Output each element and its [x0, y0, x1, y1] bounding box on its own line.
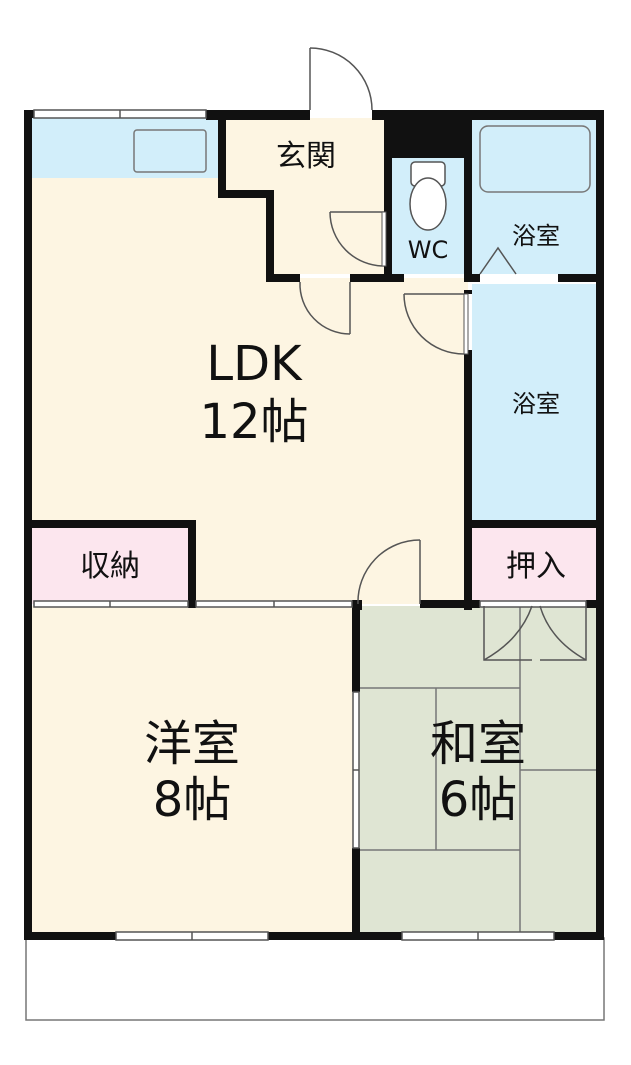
closet-floor — [472, 528, 598, 604]
bath-lower-floor — [472, 284, 598, 520]
bath-upper-label: 浴室 — [512, 222, 560, 250]
kitchen-counter — [30, 118, 220, 178]
bath-lower-label: 浴室 — [512, 390, 560, 418]
storage-label: 収納 — [80, 549, 140, 584]
closet-label: 押入 — [506, 549, 566, 584]
bath-upper-floor — [472, 118, 598, 274]
balcony — [25, 937, 605, 1021]
storage-floor — [30, 528, 188, 604]
ldk-name-label: LDK — [206, 336, 303, 392]
ldk-floor — [30, 178, 468, 604]
bath-door-frame — [463, 293, 469, 355]
sink-icon — [133, 129, 207, 173]
western-room-size-label: 8帖 — [153, 772, 232, 828]
entrance-label: 玄関 — [276, 139, 336, 174]
toilet-icon — [409, 161, 447, 231]
ldk-size-label: 12帖 — [199, 394, 308, 450]
entrance-door-frame — [381, 211, 387, 267]
japanese-room-name-label: 和室 — [430, 716, 526, 772]
western-room-name-label: 洋室 — [144, 716, 240, 772]
japanese-room-size-label: 6帖 — [439, 772, 518, 828]
windows — [33, 109, 587, 941]
toilet-label: WC — [408, 236, 449, 264]
doors — [299, 47, 587, 661]
walls — [24, 110, 604, 940]
western-room-floor — [30, 606, 356, 932]
bathtub-icon — [479, 125, 591, 193]
